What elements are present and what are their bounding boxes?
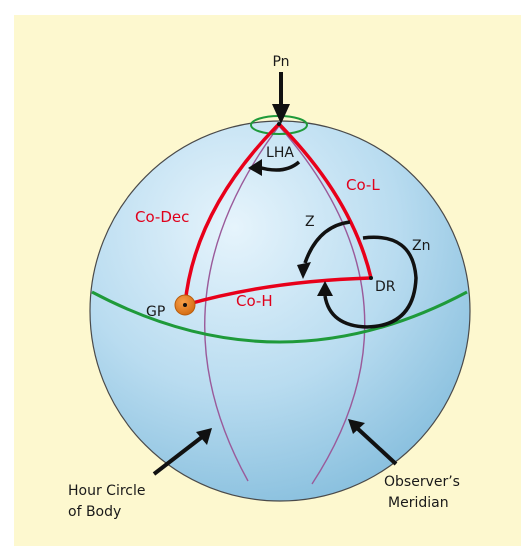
- meridian-label-line2: Meridian: [388, 495, 449, 511]
- meridian-arrowhead: [348, 419, 365, 434]
- co-h-side: [184, 276, 372, 307]
- dr-dot: [369, 276, 373, 280]
- hour-circle-line: [204, 125, 280, 482]
- meridian-label-line1: Observer’s: [384, 474, 460, 490]
- pn-arrowhead: [272, 104, 290, 124]
- meridian-arrow-shaft: [355, 426, 398, 466]
- equator-line: [91, 290, 468, 344]
- co-dec-side: [183, 122, 281, 306]
- hour-circle-label-line2: of Body: [68, 504, 121, 520]
- lha-label: LHA: [266, 145, 294, 161]
- z-label: Z: [305, 214, 315, 230]
- z-arc: [303, 220, 351, 264]
- zn-label: Zn: [412, 238, 430, 254]
- z-arrowhead: [297, 262, 311, 279]
- co-l-label: Co-L: [346, 176, 380, 194]
- zn-arrowhead: [317, 281, 333, 296]
- hour-circle-label-line1: Hour Circle: [68, 483, 146, 499]
- zn-arc: [323, 235, 418, 329]
- hour-circle-arrowhead: [196, 428, 212, 445]
- co-l-side: [277, 122, 373, 279]
- lha-arc: [257, 160, 301, 172]
- dr-label: DR: [375, 279, 396, 295]
- lha-arrowhead: [248, 159, 262, 176]
- hour-circle-arrow-shaft: [152, 435, 204, 476]
- pole-dot: [277, 122, 281, 126]
- gp-dot: [183, 303, 187, 307]
- observer-meridian-line: [278, 125, 366, 485]
- gp-label: GP: [146, 304, 165, 320]
- co-dec-label: Co-Dec: [135, 208, 189, 226]
- co-h-label: Co-H: [236, 292, 273, 310]
- pn-label: Pn: [272, 54, 289, 70]
